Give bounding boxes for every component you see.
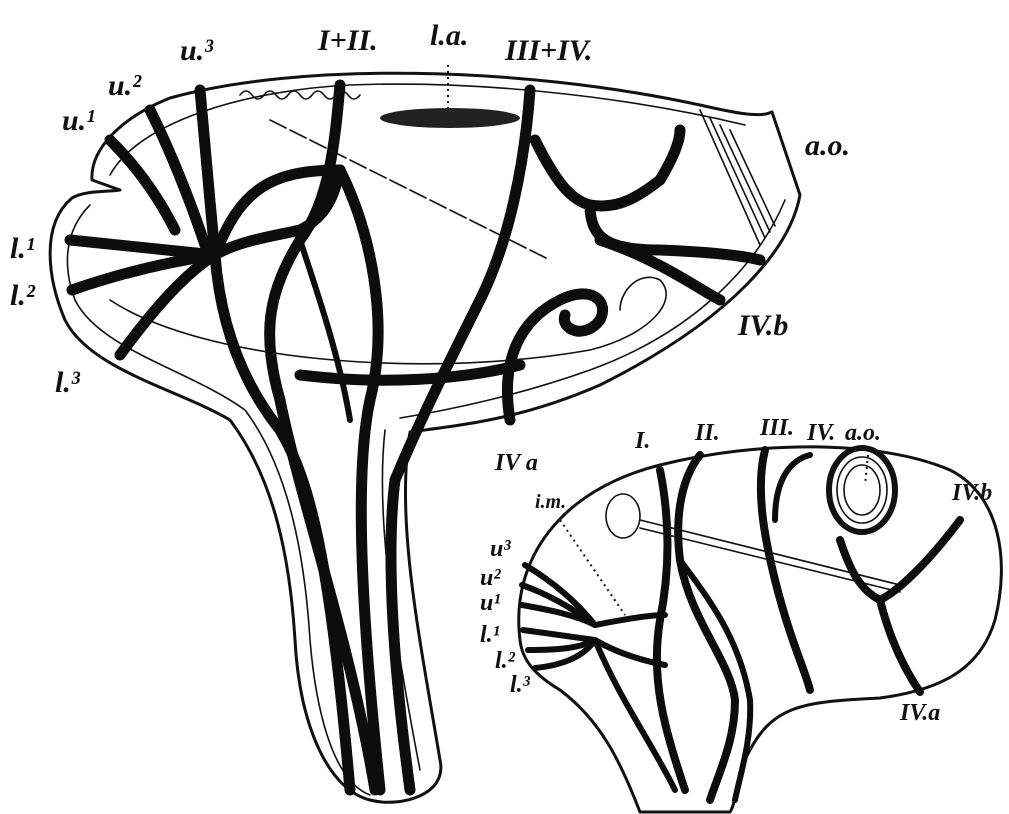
- label-IVb: IV.b: [737, 309, 788, 342]
- label-u3: u.³: [180, 34, 214, 67]
- label-small-I: I.: [634, 428, 650, 454]
- label-small-l1: l.¹: [480, 622, 500, 648]
- label-l3: l.³: [55, 366, 81, 399]
- la-structure: [380, 108, 520, 128]
- label-small-IVa-top: IV a: [494, 450, 538, 476]
- small-opening: [606, 494, 640, 538]
- label-small-IVa: IV.a: [899, 700, 940, 726]
- label-small-II: II.: [694, 420, 720, 446]
- label-I-II: I+II.: [317, 24, 378, 57]
- label-small-IVb: IV.b: [951, 480, 992, 506]
- small-view: IV a i.m. I. II. III. IV. a.o. IV.b u³ u…: [480, 415, 1001, 812]
- label-small-ao: a.o.: [845, 420, 881, 446]
- label-small-IV: IV.: [806, 420, 835, 446]
- label-small-im: i.m.: [535, 491, 566, 513]
- label-III-IV: III+IV.: [504, 34, 592, 67]
- label-l1: l.¹: [10, 232, 35, 265]
- label-small-III: III.: [759, 415, 794, 441]
- label-small-u1: u¹: [480, 590, 501, 616]
- label-la: l.a.: [430, 19, 468, 52]
- label-small-u3: u³: [490, 536, 511, 562]
- label-u2: u.²: [108, 69, 142, 102]
- label-ao: a.o.: [805, 129, 850, 162]
- label-small-l2: l.²: [495, 648, 516, 674]
- label-small-u2: u²: [480, 565, 501, 591]
- small-aorta-ring-outer: [829, 448, 895, 532]
- label-u1: u.¹: [62, 104, 95, 137]
- label-l2: l.²: [10, 279, 36, 312]
- label-small-l3: l.³: [510, 672, 531, 698]
